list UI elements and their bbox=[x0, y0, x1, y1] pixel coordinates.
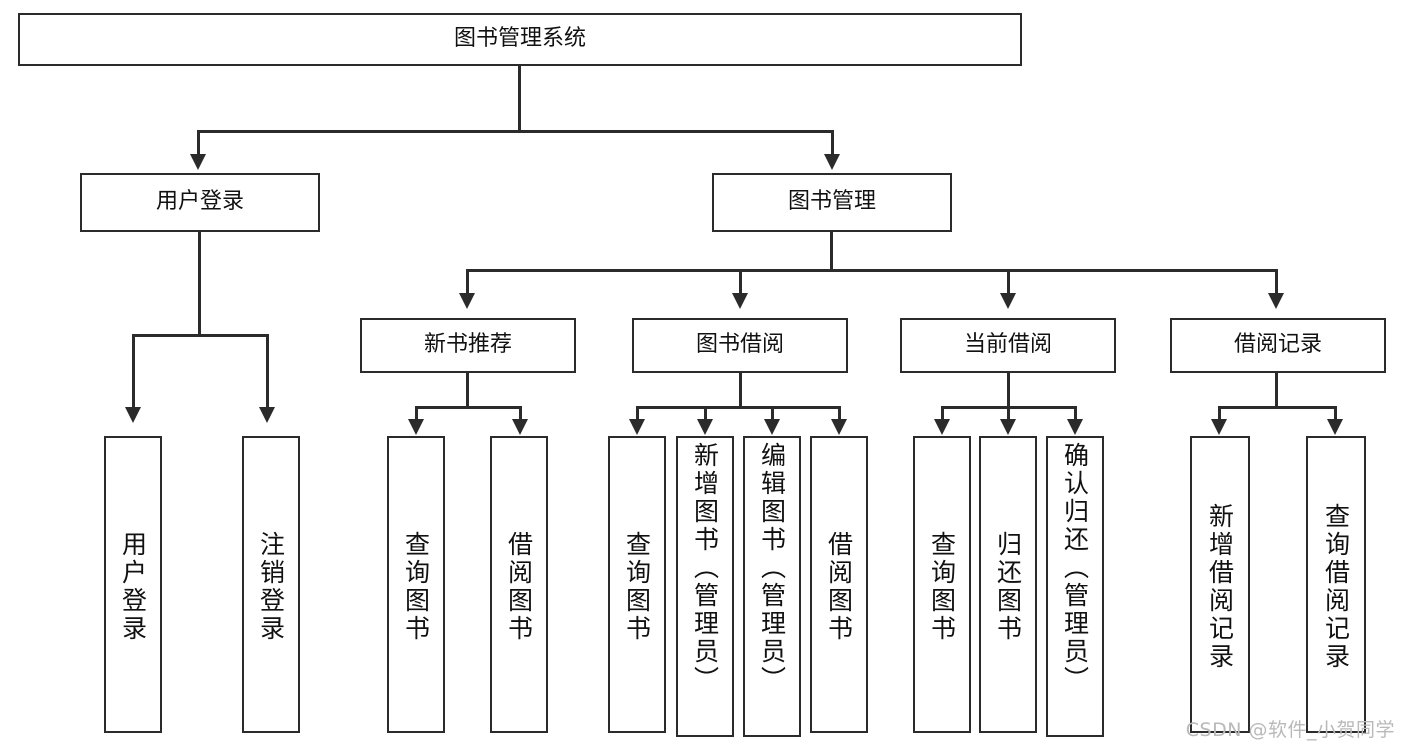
node-label: 查询图书 bbox=[622, 530, 652, 643]
connector-book-mgmt-trunk bbox=[830, 232, 833, 272]
node-label: 查询图书 bbox=[401, 530, 431, 643]
connector-book-mgmt-to-l2-3 bbox=[1275, 269, 1278, 295]
connector-borrow-record-leaf-0 bbox=[1218, 406, 1221, 422]
connector-new-book-trunk bbox=[466, 373, 469, 409]
leaf-book-borrow-1[interactable]: 新增图书（管理员） bbox=[676, 436, 734, 737]
arrow-current-borrow-leaf-0 bbox=[934, 419, 950, 435]
node-label: 用户登录 bbox=[118, 530, 148, 643]
connector-book-borrow-leaf-1 bbox=[704, 406, 707, 422]
arrow-new-book-leaf-0 bbox=[408, 419, 424, 435]
node-label: 编辑图书（管理员） bbox=[757, 442, 787, 694]
node-current-borrow[interactable]: 当前借阅 bbox=[900, 318, 1116, 373]
arrow-new-book-leaf-1 bbox=[512, 419, 528, 435]
node-label: 借阅图书 bbox=[504, 530, 534, 643]
node-book-borrow[interactable]: 图书借阅 bbox=[632, 318, 848, 373]
leaf-book-borrow-3[interactable]: 借阅图书 bbox=[810, 436, 868, 733]
connector-book-mgmt-to-l2-2 bbox=[1007, 269, 1010, 295]
node-label: 用户登录 bbox=[155, 189, 244, 215]
connector-book-mgmt-to-l2-0 bbox=[466, 269, 469, 295]
node-label: 借阅图书 bbox=[824, 530, 854, 643]
arrow-book-borrow-leaf-3 bbox=[831, 419, 847, 435]
node-label: 借阅记录 bbox=[1233, 332, 1322, 358]
node-label: 新增图书（管理员） bbox=[690, 442, 720, 694]
connector-user-login-leaf-1 bbox=[266, 334, 269, 410]
leaf-user-login-0[interactable]: 用户登录 bbox=[104, 436, 162, 733]
node-label: 确认归还（管理员） bbox=[1060, 442, 1090, 694]
arrow-book-borrow-leaf-0 bbox=[629, 419, 645, 435]
connector-new-book-leaf-0 bbox=[415, 406, 418, 422]
node-label: 新书推荐 bbox=[423, 332, 512, 358]
connector-root-trunk bbox=[518, 66, 521, 132]
leaf-current-borrow-2[interactable]: 确认归还（管理员） bbox=[1046, 436, 1104, 737]
leaf-current-borrow-1[interactable]: 归还图书 bbox=[979, 436, 1037, 733]
connector-book-borrow-leaf-3 bbox=[838, 406, 841, 422]
arrow-book-mgmt-to-l2-3 bbox=[1268, 293, 1284, 309]
node-label: 当前借阅 bbox=[963, 332, 1052, 358]
connector-user-login-trunk bbox=[198, 232, 201, 336]
arrow-book-borrow-leaf-1 bbox=[697, 419, 713, 435]
connector-new-book-leaf-1 bbox=[519, 406, 522, 422]
arrow-current-borrow-leaf-2 bbox=[1067, 419, 1083, 435]
connector-book-borrow-bar bbox=[636, 406, 841, 409]
node-label: 查询借阅记录 bbox=[1321, 502, 1351, 671]
connector-borrow-record-trunk bbox=[1275, 373, 1278, 409]
node-label: 归还图书 bbox=[993, 530, 1023, 643]
arrow-root-to-book-mgmt bbox=[824, 154, 840, 170]
connector-user-login-bar bbox=[132, 334, 269, 337]
node-borrow-record[interactable]: 借阅记录 bbox=[1170, 318, 1386, 373]
node-label: 图书管理 bbox=[787, 189, 876, 215]
node-root-system[interactable]: 图书管理系统 bbox=[18, 13, 1022, 66]
leaf-borrow-record-0[interactable]: 新增借阅记录 bbox=[1190, 436, 1250, 733]
leaf-current-borrow-0[interactable]: 查询图书 bbox=[913, 436, 971, 733]
arrow-borrow-record-leaf-1 bbox=[1327, 419, 1343, 435]
leaf-borrow-record-1[interactable]: 查询借阅记录 bbox=[1306, 436, 1366, 733]
arrow-book-borrow-leaf-2 bbox=[764, 419, 780, 435]
connector-current-borrow-trunk bbox=[1007, 373, 1010, 409]
node-new-book-recommend[interactable]: 新书推荐 bbox=[360, 318, 576, 373]
node-label: 图书管理系统 bbox=[453, 26, 586, 52]
node-label: 注销登录 bbox=[256, 530, 286, 643]
arrow-root-to-user-login bbox=[190, 154, 206, 170]
connector-book-mgmt-to-l2-1 bbox=[739, 269, 742, 295]
connector-book-borrow-leaf-0 bbox=[636, 406, 639, 422]
connector-new-book-bar bbox=[415, 406, 522, 409]
leaf-book-borrow-0[interactable]: 查询图书 bbox=[608, 436, 666, 733]
leaf-new-book-0[interactable]: 查询图书 bbox=[387, 436, 445, 733]
connector-book-borrow-trunk bbox=[739, 373, 742, 409]
connector-borrow-record-leaf-1 bbox=[1334, 406, 1337, 422]
connector-root-to-user-login bbox=[197, 130, 200, 156]
node-label: 查询图书 bbox=[927, 530, 957, 643]
connector-borrow-record-bar bbox=[1218, 406, 1337, 409]
node-book-management[interactable]: 图书管理 bbox=[712, 173, 952, 232]
arrow-user-login-leaf-0 bbox=[125, 407, 141, 423]
arrow-book-mgmt-to-l2-0 bbox=[459, 293, 475, 309]
connector-book-mgmt-bar bbox=[466, 269, 1278, 272]
leaf-book-borrow-2[interactable]: 编辑图书（管理员） bbox=[743, 436, 801, 737]
node-user-login[interactable]: 用户登录 bbox=[80, 173, 320, 232]
arrow-book-mgmt-to-l2-2 bbox=[1000, 293, 1016, 309]
leaf-new-book-1[interactable]: 借阅图书 bbox=[490, 436, 548, 733]
connector-current-borrow-leaf-0 bbox=[941, 406, 944, 422]
arrow-current-borrow-leaf-1 bbox=[1000, 419, 1016, 435]
connector-user-login-leaf-0 bbox=[132, 334, 135, 410]
arrow-borrow-record-leaf-0 bbox=[1211, 419, 1227, 435]
arrow-user-login-leaf-1 bbox=[259, 407, 275, 423]
arrow-book-mgmt-to-l2-1 bbox=[732, 293, 748, 309]
connector-root-bar bbox=[197, 130, 834, 133]
connector-current-borrow-leaf-2 bbox=[1074, 406, 1077, 422]
connector-current-borrow-leaf-1 bbox=[1007, 406, 1010, 422]
node-label: 图书借阅 bbox=[695, 332, 784, 358]
node-label: 新增借阅记录 bbox=[1205, 502, 1235, 671]
connector-book-borrow-leaf-2 bbox=[771, 406, 774, 422]
connector-root-to-book-mgmt bbox=[831, 130, 834, 156]
leaf-user-login-1[interactable]: 注销登录 bbox=[242, 436, 300, 733]
